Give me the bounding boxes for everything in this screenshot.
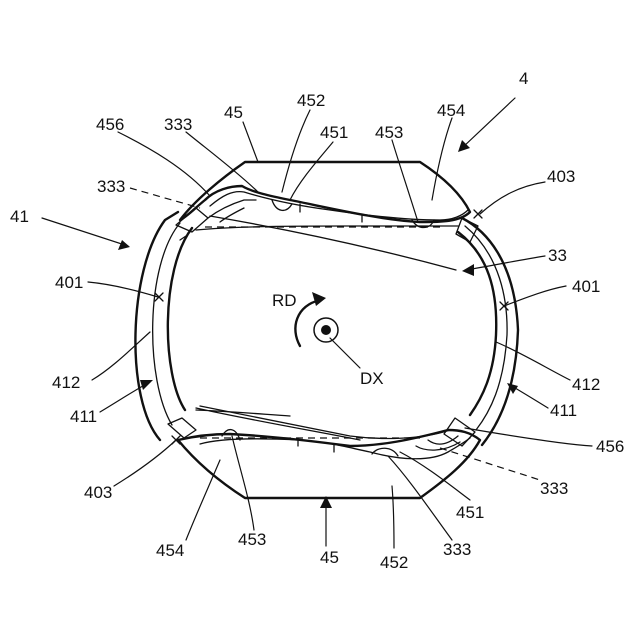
label-452-bottom: 452	[380, 553, 408, 572]
leader-45-top	[243, 122, 258, 162]
leader-451-top	[290, 142, 333, 200]
label-403-top: 403	[547, 167, 575, 186]
marks	[155, 210, 508, 444]
arrow-33-head	[462, 264, 474, 276]
arrow-41-head	[118, 240, 130, 250]
label-411-right: 411	[550, 401, 577, 420]
arrow-411-left-head	[140, 380, 153, 390]
rotation-arrowhead	[312, 292, 326, 306]
body-lower-left-end	[168, 418, 196, 438]
label-333-left: 333	[97, 177, 125, 196]
body-inner-outline	[168, 228, 496, 415]
label-411-left: 411	[70, 407, 97, 426]
label-401-right: 401	[572, 277, 600, 296]
leader-454-top	[432, 118, 452, 200]
leader-401-left	[88, 282, 158, 297]
leader-4	[462, 98, 515, 148]
label-454-bottom: 454	[156, 541, 184, 560]
leader-403-top	[480, 182, 545, 214]
plate-45-bottom	[178, 430, 480, 498]
body-upper-left-notch	[208, 200, 256, 222]
leader-41	[42, 218, 128, 246]
dash-333-lower	[440, 448, 540, 480]
label-451-bottom: 451	[456, 503, 484, 522]
label-403-bottom: 403	[84, 483, 112, 502]
label-456-bottom: 456	[596, 437, 624, 456]
label-4: 4	[519, 69, 528, 88]
label-456-top: 456	[96, 115, 124, 134]
leader-453-top	[392, 140, 418, 222]
leader-412-left	[92, 332, 150, 380]
label-33: 33	[548, 246, 567, 265]
plate-45-top	[180, 162, 470, 228]
reference-labels: 4 41 45 452 451 453 454 456 333 333 403 …	[10, 69, 624, 572]
leader-453-bottom	[232, 436, 254, 530]
label-333-top: 333	[164, 115, 192, 134]
label-412-right: 412	[572, 375, 600, 394]
label-333-right: 333	[540, 479, 568, 498]
leader-456-top	[118, 132, 210, 196]
label-452-top: 452	[297, 91, 325, 110]
leader-dx	[330, 338, 360, 368]
leader-454-bottom	[186, 460, 220, 540]
label-453-bottom: 453	[238, 530, 266, 549]
leader-452-top	[282, 110, 310, 192]
body-middle-line	[153, 223, 507, 430]
label-45-top: 45	[224, 103, 243, 122]
label-dx: DX	[360, 369, 384, 388]
label-333-bottom: 333	[443, 540, 471, 559]
leader-412-right	[496, 342, 570, 380]
cam-diagonal-edge	[210, 216, 456, 270]
label-45-bottom: 45	[320, 548, 339, 567]
label-rd: RD	[272, 291, 297, 310]
body-41	[135, 200, 518, 450]
label-453-top: 453	[375, 123, 403, 142]
top-plate-inner-line	[210, 192, 468, 220]
leader-403-bottom	[114, 440, 176, 486]
leader-452-bottom	[392, 486, 394, 548]
label-401-left: 401	[55, 273, 83, 292]
label-412-left: 412	[52, 373, 80, 392]
label-41: 41	[10, 207, 29, 226]
top-plate-outline	[180, 162, 470, 222]
axis-center-dot	[321, 325, 331, 335]
dash-333-upper	[130, 188, 200, 208]
body-lower-right-notch	[416, 436, 460, 450]
label-451-top: 451	[320, 123, 348, 142]
label-454-top: 454	[437, 101, 465, 120]
